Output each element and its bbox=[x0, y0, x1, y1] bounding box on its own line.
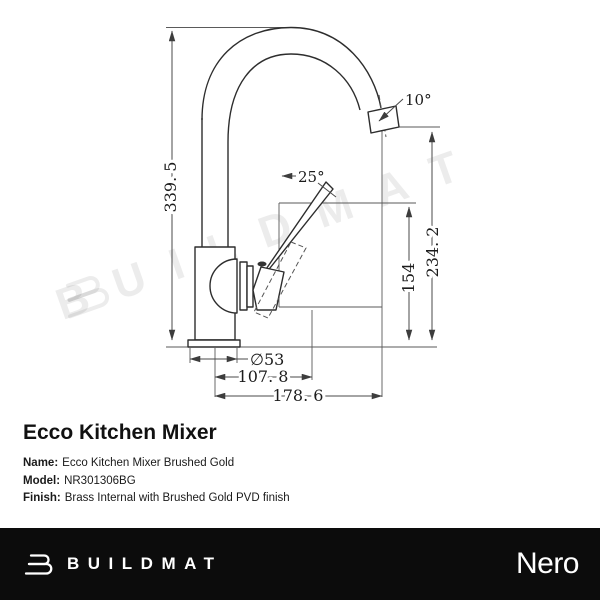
spout-outlet bbox=[367, 105, 400, 134]
spec-row-name: Name:Ecco Kitchen Mixer Brushed Gold bbox=[23, 457, 600, 470]
footer-bar: BUILDMAT Nero bbox=[0, 528, 600, 600]
spec-label: Finish: bbox=[23, 492, 61, 504]
product-title: Ecco Kitchen Mixer bbox=[23, 421, 217, 444]
spout-arc-inner bbox=[227, 53, 361, 143]
dim-handle-height-label: 154 bbox=[399, 263, 418, 294]
spec-value: Brass Internal with Brushed Gold PVD fin… bbox=[64, 492, 290, 504]
dim-spout-reach-label: 178. 6 bbox=[273, 386, 324, 405]
riser-pipe bbox=[201, 118, 229, 247]
dim-total-height-label: 339. 5 bbox=[161, 162, 180, 213]
spec-label: Name: bbox=[23, 457, 59, 469]
socket-cap bbox=[257, 261, 267, 267]
nero-wordmark: Nero bbox=[515, 547, 580, 580]
base-plate bbox=[187, 339, 241, 348]
buildmat-logo: BUILDMAT bbox=[21, 551, 223, 578]
dim-handle-reach-label: 107. 8 bbox=[238, 367, 289, 386]
joint-ring-1 bbox=[239, 261, 248, 311]
spec-label: Model: bbox=[23, 474, 61, 487]
faucet-outline bbox=[187, 26, 400, 348]
handle-alt-position bbox=[253, 241, 307, 319]
dimension-labels: 339. 5 234. 2 154 10° 25° ∅53 107. 8 178… bbox=[158, 88, 445, 408]
technical-drawing: B U I L D M A T bbox=[49, 26, 473, 408]
dim-outlet-height-label: 234. 2 bbox=[423, 227, 442, 278]
spec-value: NR301306BG bbox=[64, 474, 136, 487]
spec-row-finish: Finish:Brass Internal with Brushed Gold … bbox=[23, 492, 600, 505]
joint-ring-2 bbox=[246, 265, 254, 308]
spec-row-model: Model:NR301306BG bbox=[23, 474, 600, 488]
buildmat-wordmark: BUILDMAT bbox=[67, 554, 223, 573]
dim-base-diameter-label: ∅53 bbox=[250, 350, 284, 369]
spout-arc-outer bbox=[201, 26, 382, 121]
dim-handle-angle-label: 25° bbox=[298, 168, 325, 186]
dim-spout-angle-label: 10° bbox=[405, 91, 432, 109]
spec-value: Ecco Kitchen Mixer Brushed Gold bbox=[62, 457, 235, 469]
handle-lever bbox=[261, 181, 334, 276]
faucet-dimension-drawing: 339. 5 234. 2 154 10° 25° ∅53 107. 8 178… bbox=[158, 26, 445, 408]
buildmat-logo-icon bbox=[24, 553, 53, 575]
mixer-ball bbox=[209, 258, 238, 314]
dimension-lines bbox=[168, 30, 436, 400]
leader-spout-angle bbox=[378, 98, 404, 122]
product-specs: Name:Ecco Kitchen Mixer Brushed Gold Mod… bbox=[23, 457, 600, 505]
